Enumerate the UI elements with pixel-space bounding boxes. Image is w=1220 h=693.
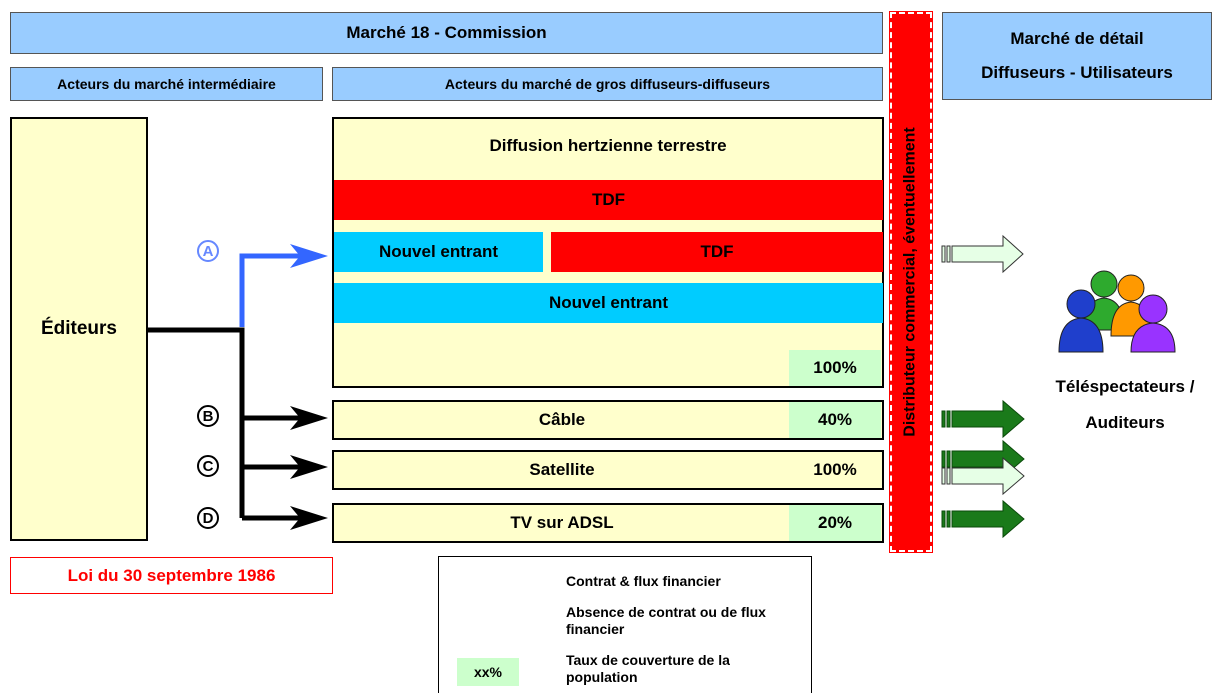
- users-label: Téléspectateurs / Auditeurs: [1030, 370, 1220, 440]
- cable-coverage: 40%: [789, 402, 881, 438]
- path-d-arrowhead: [290, 506, 328, 530]
- law-label: Loi du 30 septembre 1986: [67, 565, 276, 585]
- satellite-label: Satellite: [529, 460, 595, 479]
- tdf-band-right: TDF: [551, 232, 883, 272]
- users-label-line2: Auditeurs: [1085, 413, 1165, 432]
- retail-market-title: Marché de détail: [1010, 29, 1144, 48]
- retail-market-subtitle: Diffuseurs - Utilisateurs: [981, 63, 1173, 82]
- satellite-no-contract-arrow: [941, 456, 1025, 496]
- new-entrant-band-full: Nouvel entrant: [334, 283, 883, 323]
- intermediate-actors-header: Acteurs du marché intermédiaire: [10, 67, 323, 101]
- terrestrial-no-contract-arrow: [941, 234, 1024, 274]
- adsl-contract-arrow: [941, 499, 1025, 539]
- marker-a: A: [197, 240, 219, 262]
- wholesale-actors-header: Acteurs du marché de gros diffuseurs-dif…: [332, 67, 883, 101]
- adsl-label: TV sur ADSL: [510, 513, 614, 532]
- people-group-icon: [1058, 270, 1176, 353]
- marker-d: D: [197, 507, 219, 529]
- cable-contract-arrow: [941, 399, 1025, 439]
- terrestrial-coverage: 100%: [789, 350, 881, 386]
- terrestrial-title: Diffusion hertzienne terrestre: [489, 136, 727, 155]
- retail-market-header: Marché de détail Diffuseurs - Utilisateu…: [942, 12, 1212, 100]
- distributor-bar: [889, 11, 933, 553]
- adsl-coverage: 20%: [789, 505, 881, 541]
- path-a-line: [239, 253, 300, 327]
- tdf-band-full: TDF: [334, 180, 883, 220]
- editors-box: Éditeurs: [10, 117, 148, 541]
- users-label-line1: Téléspectateurs /: [1055, 377, 1195, 396]
- path-a-arrowhead: [290, 244, 328, 268]
- new-entrant-band-left: Nouvel entrant: [334, 232, 543, 272]
- marker-b: B: [197, 405, 219, 427]
- editors-label: Éditeurs: [40, 318, 118, 339]
- satellite-coverage: 100%: [789, 452, 881, 488]
- trunk-line: [148, 327, 245, 518]
- path-c-arrowhead: [290, 455, 328, 479]
- legend-contract-label: Contrat & flux financier: [566, 573, 721, 589]
- path-b-arrowhead: [290, 406, 328, 430]
- market18-header: Marché 18 - Commission: [10, 12, 883, 54]
- legend-no-contract-label: Absence de contrat ou de flux financier: [566, 604, 766, 637]
- legend-coverage-label: Taux de couverture de la population: [566, 652, 730, 685]
- cable-label: Câble: [538, 410, 586, 429]
- legend-coverage-sample: xx%: [457, 658, 519, 686]
- law-box: Loi du 30 septembre 1986: [10, 557, 333, 594]
- marker-c: C: [197, 455, 219, 477]
